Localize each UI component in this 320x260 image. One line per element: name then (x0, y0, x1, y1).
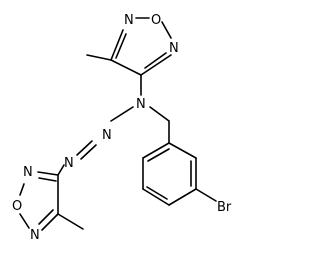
bond-central-n-to-ch2 (149, 106, 170, 122)
bond-benzene-4-5 (142, 188, 170, 206)
atom-n-bottom-ring-top: N (23, 165, 33, 180)
bond-top-ring-c4-c3 (110, 59, 142, 76)
bond-azo-to-bottom-ring (57, 164, 65, 176)
bond-top-ring-n-c3 (140, 54, 172, 76)
bond-top-ring-c4-n (110, 29, 124, 61)
atom-n-bottom-ring-bottom: N (30, 228, 40, 243)
bond-top-ring-o-n (161, 21, 172, 39)
atom-n-azo-left: N (64, 156, 74, 171)
bond-benzene-6-1-inner (147, 148, 170, 162)
bond-bottom-ring-c3-n-inner (38, 177, 57, 182)
bond-azo-double-a (76, 140, 93, 156)
bond-bottom-ring-n-o (19, 183, 25, 196)
atom-n-top-ring-right: N (169, 41, 179, 56)
bond-benzene-to-br (195, 188, 217, 202)
atom-n-central: N (136, 97, 146, 112)
bond-bottom-ring-n-c4 (41, 213, 59, 231)
bond-bottom-ring-n-c4-inner (38, 209, 54, 225)
molecule-diagram: N O N N N N N O N Br (12, 13, 232, 243)
bond-bottom-methyl (57, 213, 84, 230)
structure-canvas: N O N N N N N O N Br (12, 13, 232, 243)
bond-bottom-ring-c3-n (37, 171, 59, 176)
bond-benzene-3-4 (168, 188, 197, 206)
atom-n-top-ring: N (124, 13, 134, 28)
bond-azo-double-b (80, 144, 97, 160)
atom-o-bottom-ring: O (12, 199, 22, 214)
atom-br: Br (217, 200, 232, 215)
bond-central-n-to-azo (110, 106, 134, 122)
bond-benzene-1-2 (168, 142, 197, 159)
bond-top-methyl (86, 54, 112, 61)
bond-benzene-6-1 (142, 142, 170, 159)
atom-n-azo-middle: N (102, 128, 112, 143)
bond-bottom-ring-o-n (19, 213, 30, 229)
bond-top-ring-n-c3-inner (144, 52, 167, 69)
atom-o-top-ring: O (151, 13, 161, 28)
bond-top-ring-c4-n-inner (115, 33, 127, 59)
bond-benzene-4-5-inner (146, 186, 168, 200)
